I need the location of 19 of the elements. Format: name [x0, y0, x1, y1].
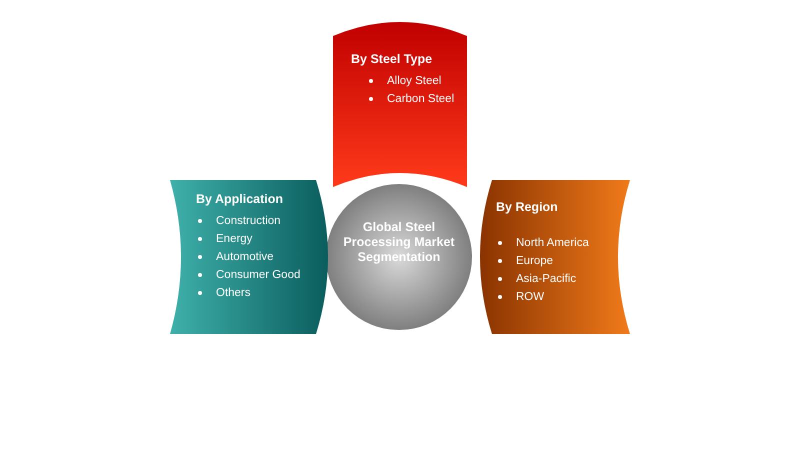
bullet-item: Automotive — [216, 250, 274, 265]
bullet-item: Asia-Pacific — [516, 272, 576, 287]
curved-banner-shape — [170, 180, 328, 334]
heading: By Steel Type — [351, 52, 432, 66]
curved-banner-shape — [333, 22, 467, 187]
title-text: Global Steel Processing Market Segmentation — [342, 220, 456, 265]
bullet-item: Alloy Steel — [387, 74, 442, 89]
bullet-item: ROW — [516, 290, 544, 305]
bullet-item: Energy — [216, 232, 252, 247]
bullet-item: North America — [516, 236, 589, 251]
bullet-item: Others — [216, 286, 251, 301]
bullet-item: Carbon Steel — [387, 92, 454, 107]
heading: By Application — [196, 192, 284, 206]
circle — [326, 184, 472, 330]
bullet-item: Consumer Good — [216, 268, 300, 283]
heading: By Region — [496, 200, 558, 214]
curved-banner-shape — [480, 180, 630, 334]
bullet-item: Europe — [516, 254, 554, 269]
bullet-item: Construction — [216, 214, 281, 229]
